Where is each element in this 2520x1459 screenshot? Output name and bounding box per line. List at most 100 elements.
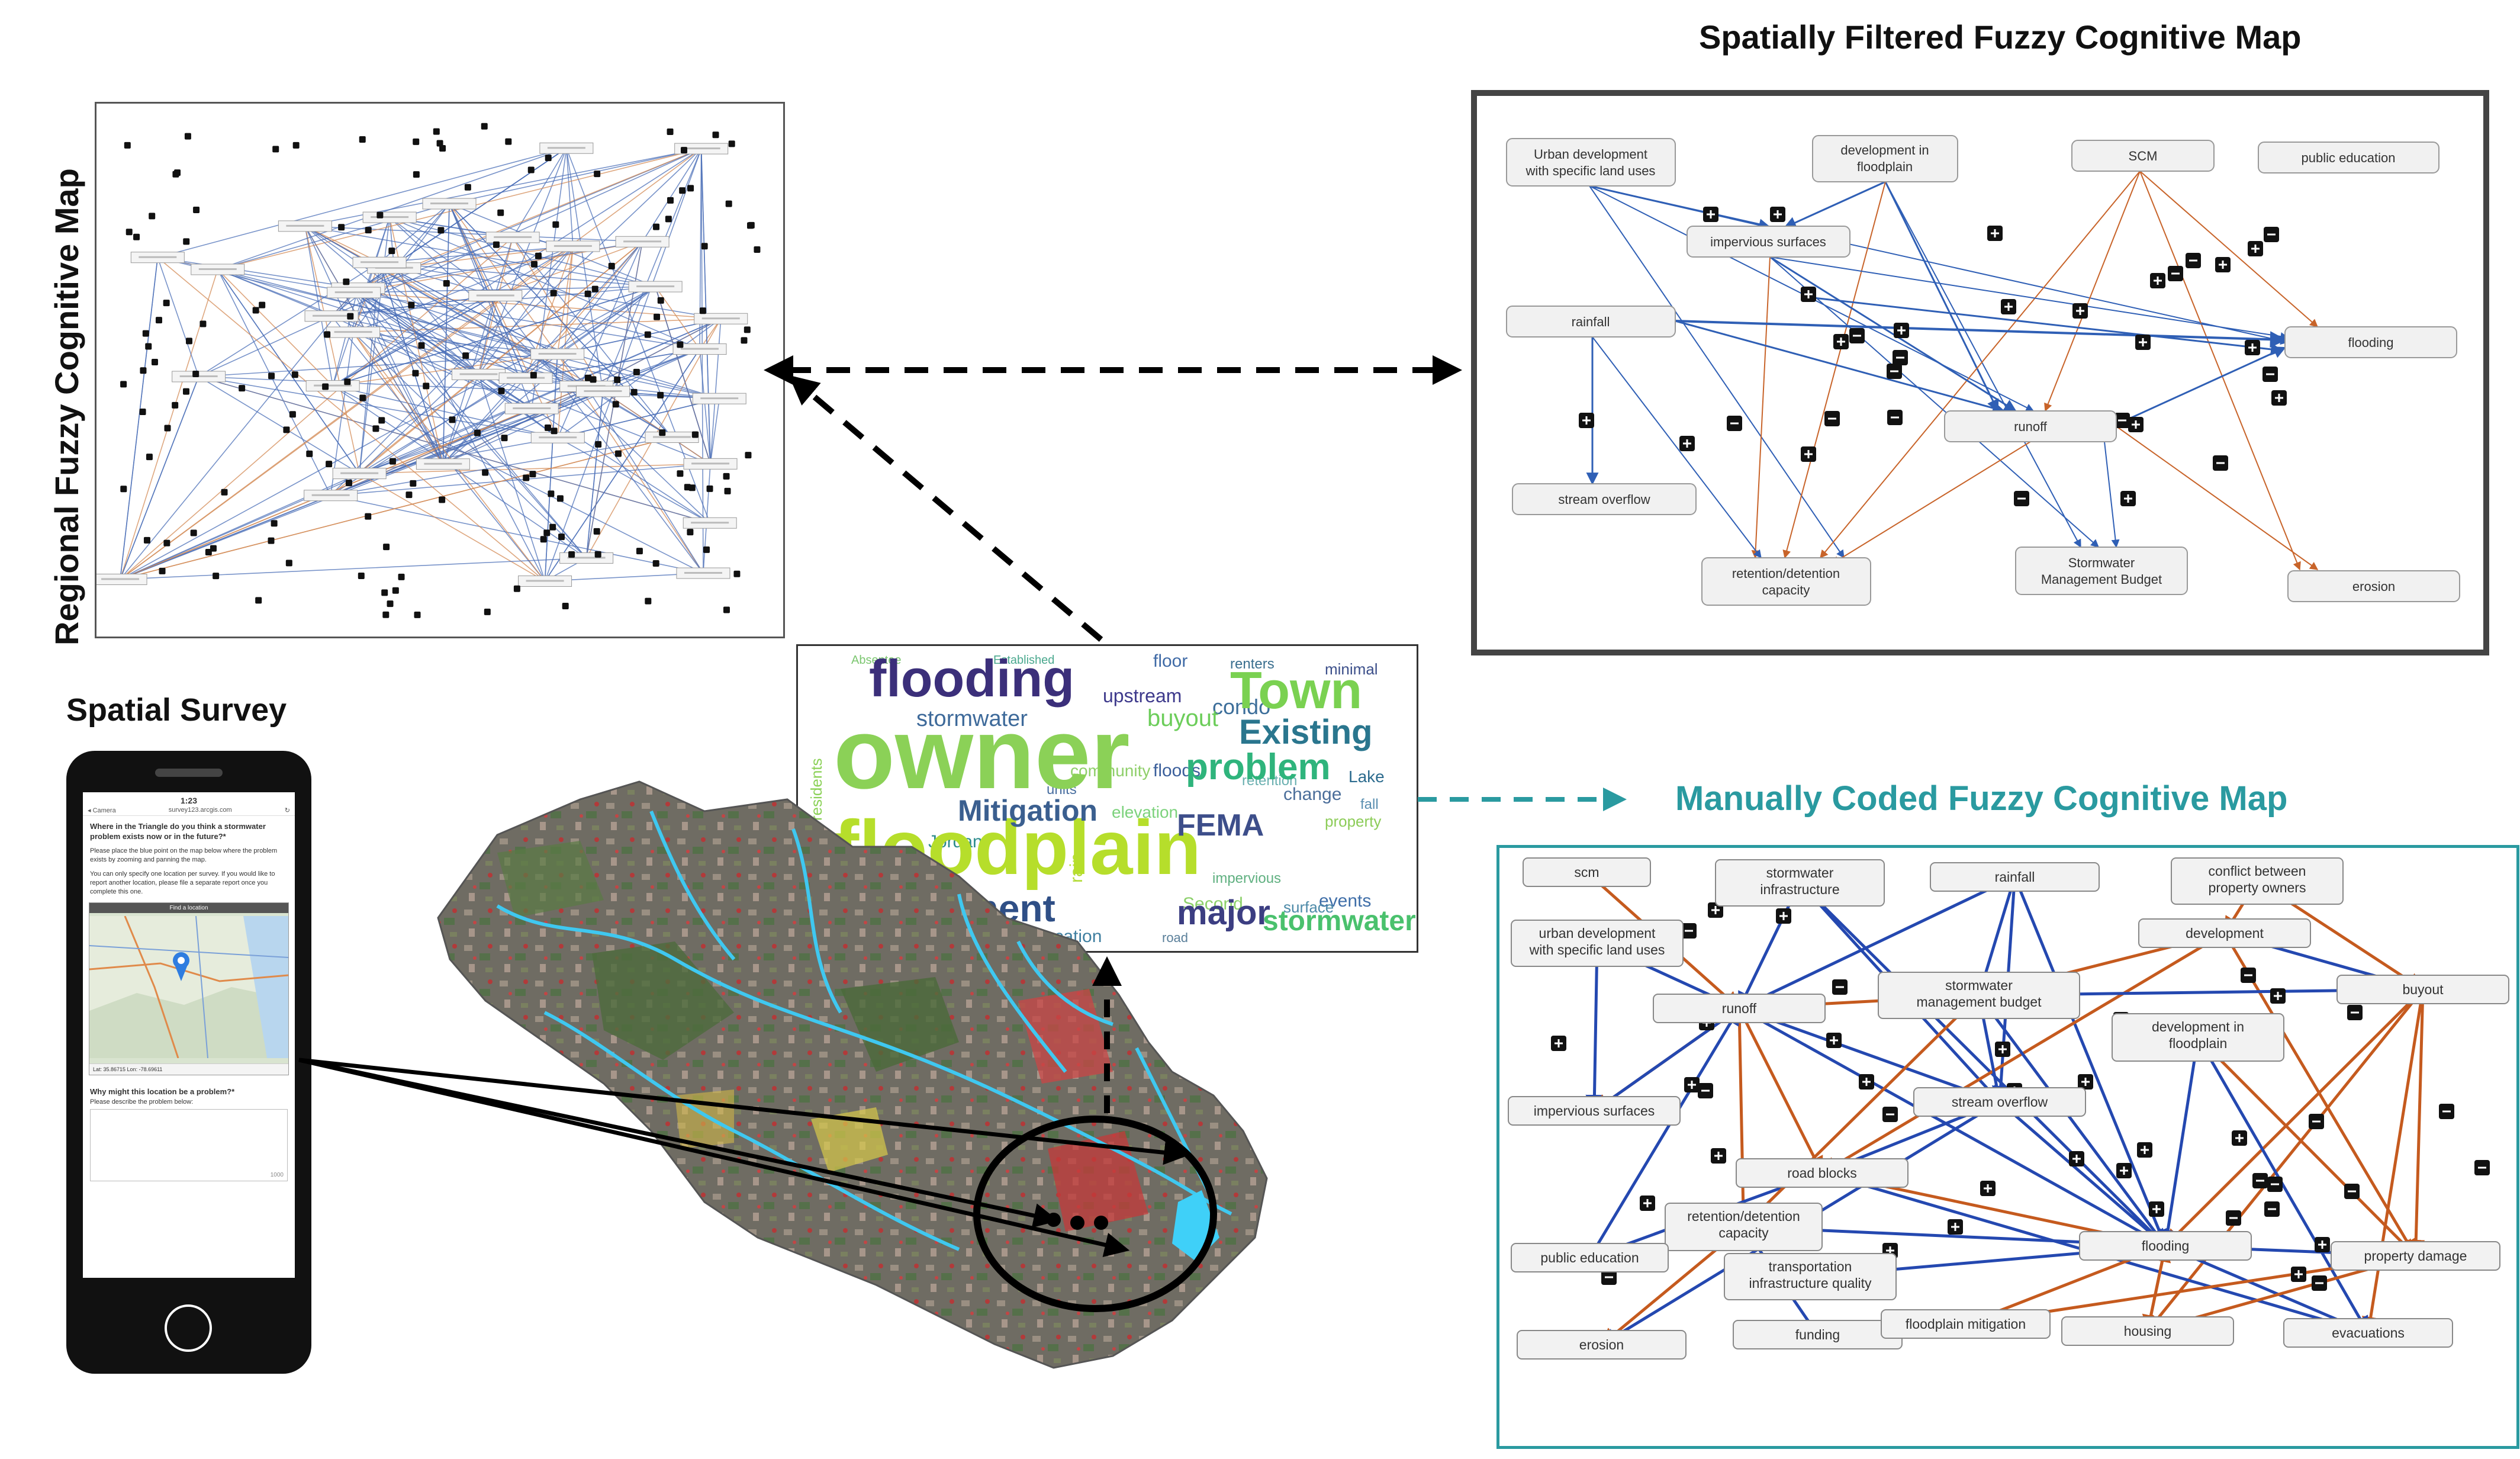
survey-location-arrows (298, 1058, 1189, 1257)
minus-sign (1849, 328, 1865, 343)
svg-text:floods: floods (1153, 761, 1201, 780)
node-buyout: buyout (2336, 975, 2509, 1004)
plus-sign (2135, 335, 2151, 350)
node-funding: funding (1733, 1320, 1903, 1349)
svg-text:evacuations: evacuations (2332, 1325, 2405, 1341)
plus-sign (2245, 340, 2260, 355)
problem-description-textarea[interactable]: 1000 (90, 1109, 288, 1181)
svg-text:erosion: erosion (2352, 579, 2395, 594)
minus-sign (2347, 1005, 2363, 1020)
spatial-edge (2139, 171, 2319, 327)
minus-sign (2267, 1177, 2283, 1192)
svg-text:Jordan: Jordan (928, 832, 983, 851)
svg-text:floor: floor (1153, 651, 1187, 671)
plus-sign (1579, 413, 1594, 428)
spatial-edge (1831, 441, 2031, 564)
svg-text:conflict between: conflict between (2209, 863, 2306, 879)
node-scm: SCM (2071, 140, 2215, 172)
svg-text:impervious surfaces: impervious surfaces (1710, 234, 1826, 249)
svg-text:retention: retention (1242, 773, 1297, 789)
minus-sign (2262, 367, 2278, 382)
node-rainfall: rainfall (1506, 306, 1676, 338)
minus-sign (2309, 1114, 2324, 1129)
watershed-map (426, 764, 1285, 1380)
plus-sign (2137, 1142, 2152, 1158)
minus-sign (2014, 491, 2029, 506)
home-button[interactable] (165, 1304, 212, 1352)
plus-sign (2069, 1151, 2084, 1166)
minus-sign (2312, 1275, 2327, 1291)
spatial-edge (1885, 181, 2081, 548)
spatial-edge (1769, 256, 2100, 548)
manual-edge (1593, 1007, 1741, 1113)
svg-text:fall: fall (1360, 796, 1379, 812)
minus-sign (2252, 1173, 2268, 1188)
survey-question-2: Why might this location be a problem?* (90, 1087, 235, 1096)
status-time: 1:23 (180, 796, 198, 805)
url-bar[interactable]: survey123.arcgis.com (168, 806, 232, 814)
plus-sign (2128, 417, 2144, 432)
spatial-survey-title: Spatial Survey (66, 692, 287, 728)
plus-sign (1833, 334, 1849, 349)
plus-sign (1859, 1074, 1874, 1090)
svg-text:property damage: property damage (2364, 1248, 2467, 1264)
manual-edge (1737, 1007, 1824, 1175)
svg-text:stormwater: stormwater (1263, 905, 1416, 937)
survey-note: You can only specify one location per su… (90, 870, 275, 896)
node-erosion: erosion (2287, 570, 2460, 602)
svg-text:flooding: flooding (869, 649, 1074, 708)
plus-sign (2150, 273, 2165, 288)
minus-sign (2264, 1201, 2280, 1217)
svg-text:urban development: urban development (1539, 925, 1656, 941)
minus-sign (2168, 266, 2183, 281)
svg-text:public education: public education (2301, 150, 2395, 165)
svg-text:events: events (1319, 891, 1371, 911)
plus-sign (1987, 226, 2003, 241)
svg-text:with specific land uses: with specific land uses (1525, 163, 1656, 178)
plus-sign (2072, 303, 2088, 319)
svg-text:property: property (1325, 812, 1381, 830)
minus-sign (1681, 923, 1697, 939)
minus-sign (1882, 1107, 1898, 1122)
svg-text:Established: Established (993, 654, 1054, 667)
svg-text:management budget: management budget (1917, 994, 2042, 1010)
node-flooding: flooding (2284, 326, 2457, 358)
svg-text:rain: rain (1067, 853, 1086, 883)
svg-text:with specific land uses: with specific land uses (1529, 942, 1665, 957)
reload-icon[interactable]: ↻ (284, 807, 290, 814)
node-retention-detention: retention/detention capacity (1701, 557, 1871, 606)
minus-sign (1824, 411, 1840, 426)
manual-map-title: Manually Coded Fuzzy Cognitive Map (1675, 779, 2288, 818)
back-link[interactable]: ◂ Camera (88, 807, 116, 814)
svg-text:Urban development: Urban development (1534, 147, 1647, 162)
node-stormwater-budget: Stormwater Management Budget (2015, 547, 2188, 595)
minus-sign (1727, 416, 1742, 431)
spatial-edge (1675, 320, 2287, 348)
minus-sign (2213, 455, 2228, 471)
plus-sign (1640, 1196, 1655, 1211)
svg-text:impervious: impervious (1212, 870, 1281, 886)
svg-text:upstream: upstream (1103, 685, 1182, 706)
svg-text:transportation: transportation (1769, 1259, 1852, 1274)
minus-sign (1893, 350, 1908, 365)
node-fpmit: floodplain mitigation (1881, 1309, 2051, 1339)
survey-map[interactable]: Find a location Lat: 35.86715 Lon: -78.6… (89, 902, 289, 1075)
svg-text:flooding: flooding (2142, 1238, 2190, 1254)
phone-mockup: 1:23 ◂ Camera survey123.arcgis.com ↻ Whe… (66, 751, 311, 1374)
svg-text:flooding: flooding (2348, 335, 2393, 350)
plus-sign (1679, 436, 1695, 451)
manual-edge (2196, 1036, 2370, 1335)
manual-edge (2013, 876, 2168, 1248)
manual-edge (2164, 988, 2424, 1248)
spatial-edge (2116, 426, 2319, 570)
svg-text:funding: funding (1795, 1327, 1840, 1342)
manual-edge (2223, 932, 2417, 1258)
svg-text:runoff: runoff (1722, 1001, 1757, 1016)
plus-sign (2149, 1201, 2164, 1217)
